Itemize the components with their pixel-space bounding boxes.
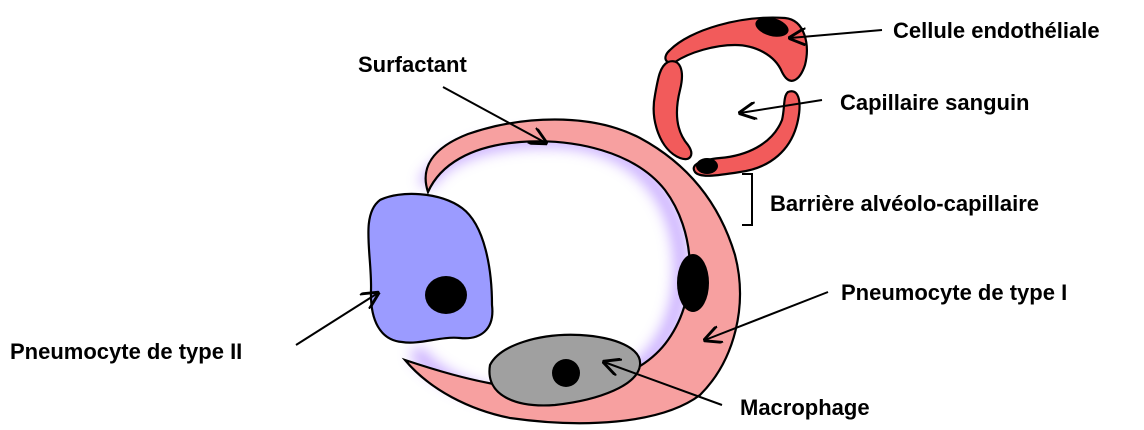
label-endothelial-cell: Cellule endothéliale <box>893 18 1100 43</box>
label-macrophage: Macrophage <box>740 395 870 420</box>
label-blood-capillary: Capillaire sanguin <box>840 90 1030 115</box>
label-surfactant: Surfactant <box>358 52 467 77</box>
label-barrier: Barrière alvéolo-capillaire <box>770 191 1039 216</box>
endothelial-nucleus-bottom <box>696 158 718 174</box>
pneumocyte-1-nucleus <box>677 254 709 312</box>
label-pneumocyte-2: Pneumocyte de type II <box>10 339 242 364</box>
capillary <box>654 14 807 176</box>
label-pneumocyte-1: Pneumocyte de type I <box>841 280 1067 305</box>
barrier-bracket <box>742 174 752 225</box>
macrophage-nucleus <box>552 359 580 387</box>
pneumocyte-2-nucleus <box>425 276 467 314</box>
capillary-arrow <box>740 100 822 113</box>
pneumocyte-2-cell <box>368 194 492 343</box>
pneumocyte-2-arrow <box>296 293 378 345</box>
endothelial-cell-left <box>654 61 692 159</box>
